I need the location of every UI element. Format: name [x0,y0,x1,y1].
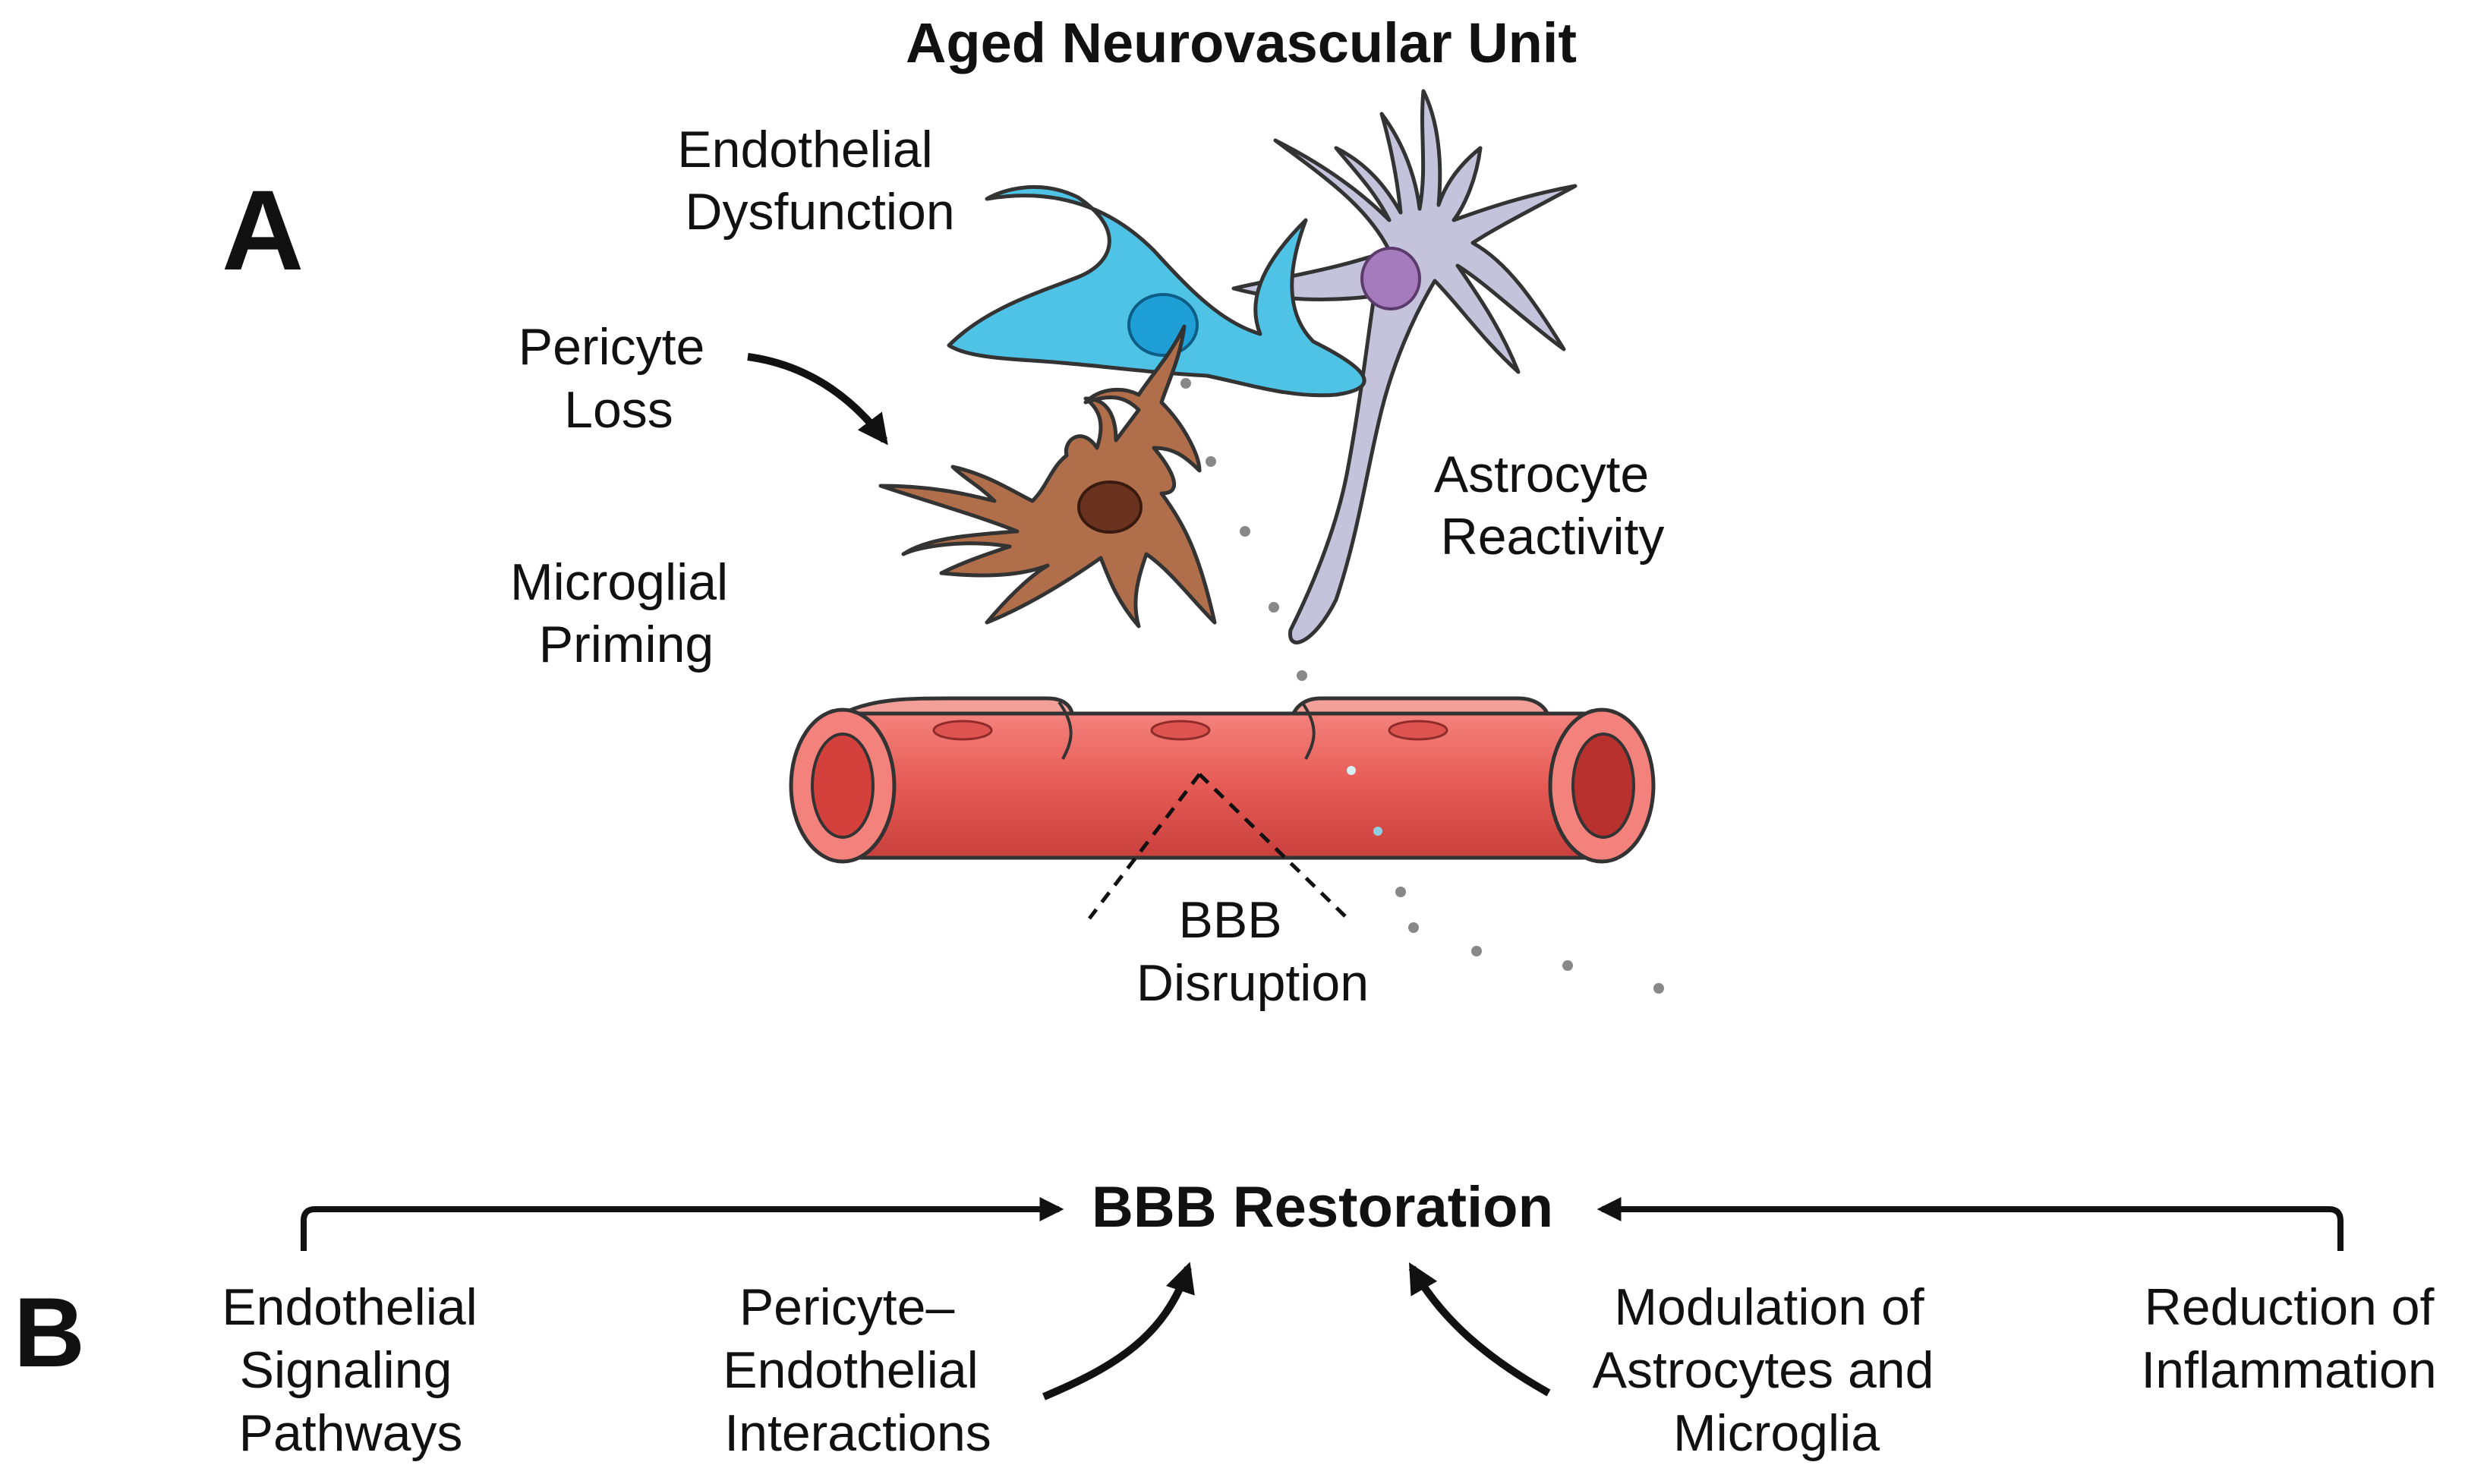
astrocyte-reactivity-label: Astrocyte Reactivity [1434,446,1665,566]
right-elbow-arrow [1596,1197,2343,1251]
inflammation-label: Reduction of Inflammation [2141,1278,2448,1399]
vessel-left-lumen [811,733,875,839]
particle [1269,602,1279,613]
endothelial-dysfunction-label: Endothelial Dysfunction [677,121,954,241]
vessel-particle-2 [1373,827,1382,836]
blood-vessel [789,696,1656,864]
particle [1206,456,1216,467]
pericyte-endothelial-arrow [1042,1262,1195,1401]
astrocyte-nucleus [1360,247,1421,310]
astrocyte-cell [1231,89,1578,644]
vessel-cell-nucleus-1 [932,720,993,741]
bbb-disruption-label: BBB Disruption [1136,891,1369,1012]
particle [1395,887,1406,897]
particle [1471,946,1482,956]
microglial-priming-label: Microglial Priming [510,553,742,673]
particle [1240,526,1250,537]
pericyte-loss-arrow [747,353,888,446]
bbb-disruption-lines [1088,773,1349,920]
panel-b-letter: B [14,1277,85,1388]
particle [1653,983,1664,994]
microglia-body [878,324,1217,629]
bbb-restoration-title: BBB Restoration [1092,1175,1553,1240]
leak-particles [1180,378,1664,994]
modulation-label: Modulation of Astrocytes and Microglia [1593,1278,1949,1462]
endothelial-body [947,184,1366,398]
pericyte-loss-label: Pericyte Loss [519,318,720,439]
vessel-right-lumen [1571,733,1635,839]
panel-a-title: Aged Neurovascular Unit [906,11,1577,74]
panel-a: A Aged Neurovascular Unit [222,11,1664,1012]
panel-b: B BBB Restoration Endothelial Signaling … [14,1175,2448,1462]
modulation-arrow [1408,1262,1551,1397]
particle [1562,960,1573,971]
endothelial-nucleus [1127,293,1199,357]
microglia-nucleus [1077,480,1143,534]
astrocyte-body [1231,89,1578,644]
particle [1180,378,1191,389]
microglia-cell [878,324,1217,629]
particle [1297,670,1307,681]
panel-a-letter: A [222,166,304,294]
left-elbow-arrow [301,1197,1064,1251]
vessel-cell-nucleus-3 [1388,720,1448,741]
pericyte-endothelial-label: Pericyte– Endothelial Interactions [723,1278,992,1462]
endothelial-signaling-label: Endothelial Signaling Pathways [222,1278,491,1462]
vessel-cell-borders [1057,701,1316,760]
vessel-cell-nucleus-2 [1150,720,1211,741]
vessel-particle-1 [1347,766,1356,775]
particle [1408,922,1419,933]
